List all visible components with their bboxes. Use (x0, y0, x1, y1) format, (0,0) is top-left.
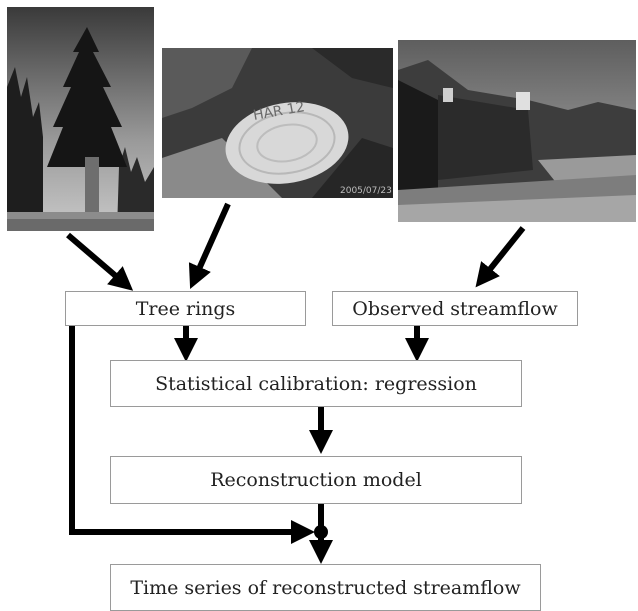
observed-streamflow-label: Observed streamflow (352, 297, 558, 320)
arrow-tree-rings-bypass (69, 326, 315, 544)
observed-streamflow-box: Observed streamflow (332, 291, 578, 326)
tree-photo (7, 7, 154, 231)
tree-stump-photo: HAR 12 2005/07/23 (162, 48, 393, 198)
junction-dot (314, 525, 328, 539)
photo-date-stamp: 2005/07/23 (340, 186, 392, 196)
output-box: Time series of reconstructed streamflow (110, 564, 541, 611)
calibration-label: Statistical calibration: regression (155, 372, 477, 395)
tree-rings-box: Tree rings (65, 291, 306, 326)
calibration-box: Statistical calibration: regression (110, 360, 522, 407)
stream-gauge-photo (398, 40, 636, 222)
arrow-stump-photo-to-tree-rings (188, 202, 231, 289)
arrow-tree-photo-to-tree-rings (66, 232, 134, 291)
reconstruction-model-label: Reconstruction model (210, 469, 422, 491)
reconstruction-model-box: Reconstruction model (110, 456, 522, 504)
tree-rings-label: Tree rings (135, 297, 236, 320)
output-label: Time series of reconstructed streamflow (130, 576, 521, 599)
arrow-gauge-photo-to-observed-streamflow (475, 226, 526, 288)
